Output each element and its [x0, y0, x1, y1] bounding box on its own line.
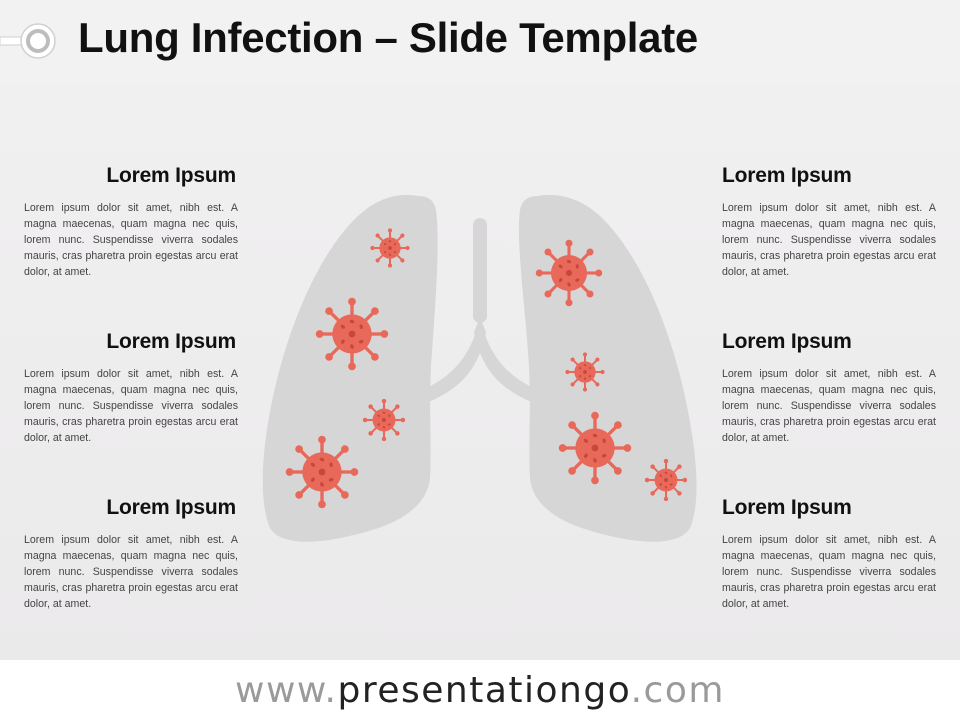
block-body: Lorem ipsum dolor sit amet, nibh est. A … [722, 202, 936, 278]
block-body: Lorem ipsum dolor sit amet, nibh est. A … [24, 534, 238, 610]
magnifier-ring-icon [0, 23, 56, 59]
block-heading: Lorem Ipsum [106, 496, 236, 519]
virus-icon [362, 398, 406, 442]
block-body: Lorem ipsum dolor sit amet, nibh est. A … [722, 534, 936, 610]
title-bar: Lung Infection – Slide Template [0, 0, 960, 84]
virus-icon [644, 458, 688, 502]
text-block-right-1: Lorem Ipsum Lorem ipsum dolor sit amet, … [722, 163, 936, 280]
virus-icon [558, 411, 632, 485]
block-body: Lorem ipsum dolor sit amet, nibh est. A … [24, 202, 238, 278]
block-heading: Lorem Ipsum [106, 330, 236, 353]
virus-icon [315, 297, 389, 371]
footer-url[interactable]: www.presentationgo.com [235, 670, 725, 711]
virus-icon [285, 435, 359, 509]
block-body: Lorem ipsum dolor sit amet, nibh est. A … [722, 368, 936, 444]
text-block-left-3: Lorem Ipsum Lorem ipsum dolor sit amet, … [24, 495, 238, 612]
virus-icon [370, 228, 410, 268]
footer: www.presentationgo.com [0, 660, 960, 720]
footer-url-suffix: .com [630, 670, 725, 711]
virus-icon [535, 239, 603, 307]
virus-icon [565, 352, 605, 392]
slide: Lung Infection – Slide Template Lorem Ip… [0, 0, 960, 660]
text-block-left-2: Lorem Ipsum Lorem ipsum dolor sit amet, … [24, 329, 238, 446]
block-heading: Lorem Ipsum [106, 164, 236, 187]
text-block-left-1: Lorem Ipsum Lorem ipsum dolor sit amet, … [24, 163, 238, 280]
page-title: Lung Infection – Slide Template [78, 14, 698, 61]
text-block-right-2: Lorem Ipsum Lorem ipsum dolor sit amet, … [722, 329, 936, 446]
virus-layer [285, 228, 688, 509]
block-body: Lorem ipsum dolor sit amet, nibh est. A … [24, 368, 238, 444]
block-heading: Lorem Ipsum [722, 496, 852, 519]
text-block-right-3: Lorem Ipsum Lorem ipsum dolor sit amet, … [722, 495, 936, 612]
footer-url-prefix: www. [235, 670, 338, 711]
block-heading: Lorem Ipsum [722, 330, 852, 353]
block-heading: Lorem Ipsum [722, 164, 852, 187]
footer-url-main: presentationgo [337, 670, 631, 711]
lungs-icon [262, 194, 697, 542]
